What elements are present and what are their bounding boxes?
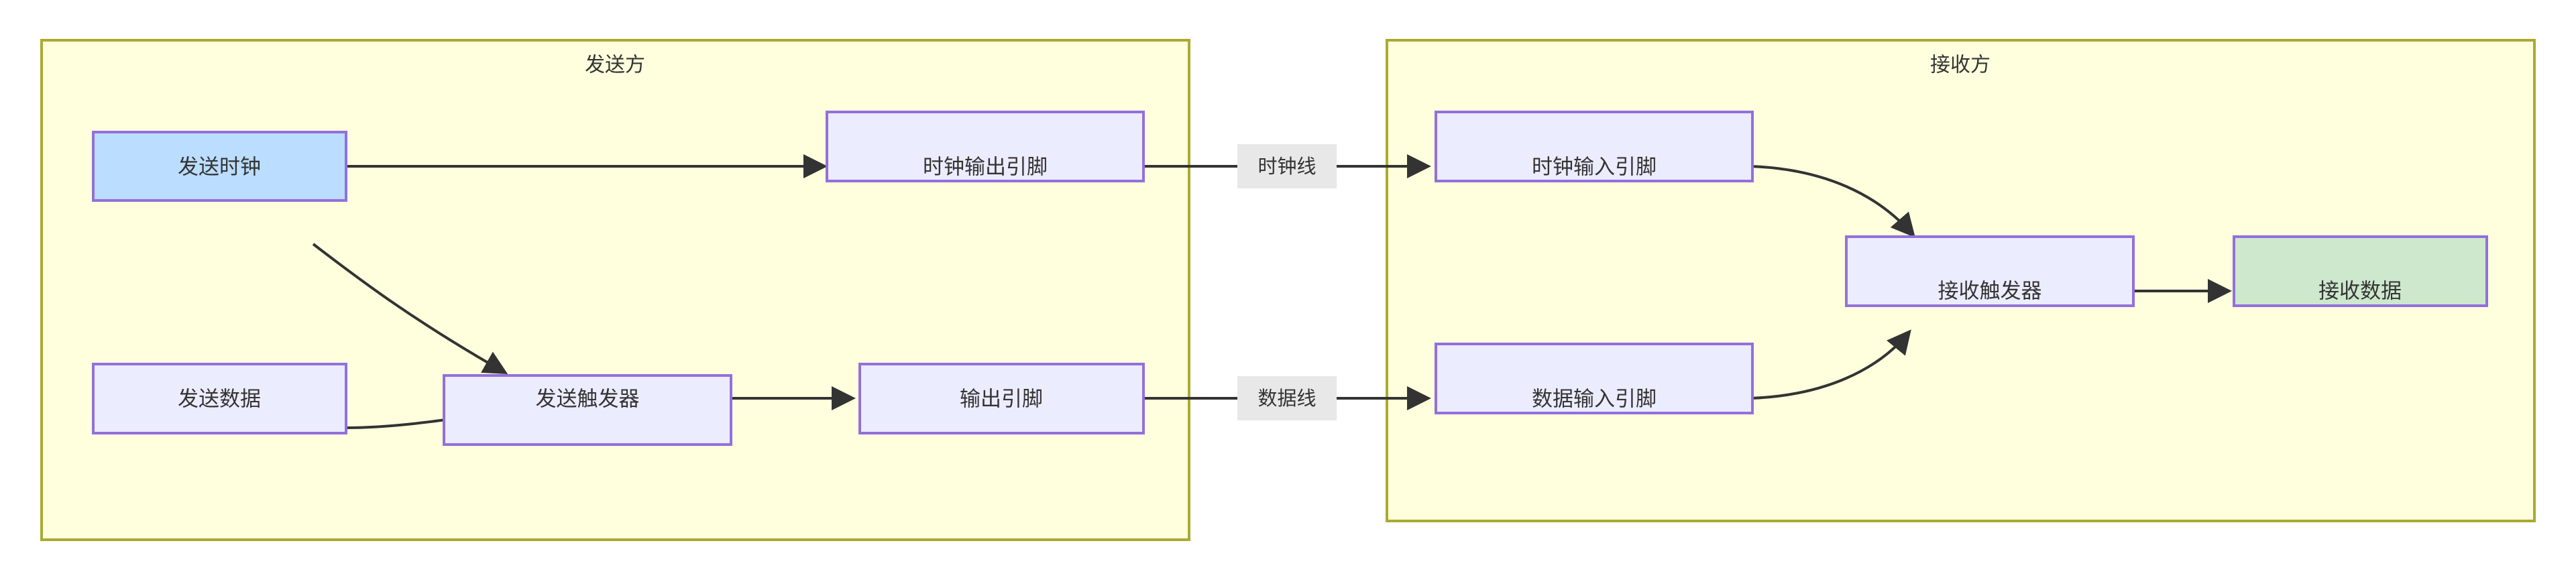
cluster-sender-title: 发送方 xyxy=(585,54,645,76)
node-data-in-pin[interactable]: 数据输入引脚 xyxy=(1435,343,1754,414)
node-send-clock-label: 发送时钟 xyxy=(178,156,261,179)
edge-clock-in-pin-to-receive-trigger xyxy=(1750,165,1915,238)
edge-label-data-line-bg xyxy=(1237,376,1337,420)
node-receive-data-label: 接收数据 xyxy=(2318,280,2402,303)
node-receive-data-box[interactable] xyxy=(2233,235,2488,307)
node-clock-in-pin-label: 时钟输入引脚 xyxy=(1532,156,1657,179)
edge-label-data-line: 数据线 xyxy=(1237,376,1337,420)
node-clock-in-pin[interactable]: 时钟输入引脚 xyxy=(1435,111,1754,182)
node-data-in-pin-box[interactable] xyxy=(1435,343,1754,414)
node-send-trigger-label: 发送触发器 xyxy=(536,388,640,411)
node-data-in-pin-label: 数据输入引脚 xyxy=(1532,388,1657,411)
edge-label-data-line-text: 数据线 xyxy=(1257,388,1316,410)
node-receive-trigger-label: 接收触发器 xyxy=(1938,280,2042,303)
edge-label-clock-line-text: 时钟线 xyxy=(1257,156,1316,178)
edge-label-clock-line: 时钟线 xyxy=(1237,144,1337,188)
node-out-pin-label: 输出引脚 xyxy=(960,388,1043,411)
node-send-data-box[interactable] xyxy=(92,363,347,434)
edge-label-clock-line-bg xyxy=(1237,144,1337,188)
node-clock-in-pin-box[interactable] xyxy=(1435,111,1754,182)
node-send-trigger-box[interactable] xyxy=(443,374,732,446)
cluster-receiver-title: 接收方 xyxy=(1930,54,1991,76)
edge-data-in-pin-to-receive-trigger xyxy=(1750,329,1911,400)
node-out-pin[interactable]: 输出引脚 xyxy=(858,363,1145,434)
edge-send-clock-to-send-trigger xyxy=(312,243,508,374)
node-clock-out-pin[interactable]: 时钟输出引脚 xyxy=(826,111,1145,182)
node-send-clock-box[interactable] xyxy=(92,131,347,202)
node-send-trigger[interactable]: 发送触发器 xyxy=(443,374,732,446)
node-send-clock[interactable]: 发送时钟 xyxy=(92,131,347,202)
node-send-data[interactable]: 发送数据 xyxy=(92,363,347,434)
node-receive-trigger-box[interactable] xyxy=(1845,235,2135,307)
node-receive-trigger[interactable]: 接收触发器 xyxy=(1845,235,2135,307)
node-send-data-label: 发送数据 xyxy=(178,388,261,411)
node-clock-out-pin-box[interactable] xyxy=(826,111,1145,182)
node-receive-data[interactable]: 接收数据 xyxy=(2233,235,2488,307)
node-clock-out-pin-label: 时钟输出引脚 xyxy=(923,156,1048,179)
node-out-pin-box[interactable] xyxy=(858,363,1145,434)
